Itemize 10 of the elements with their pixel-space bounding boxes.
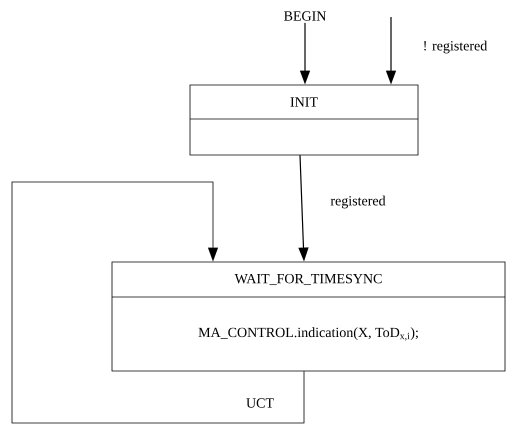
state-box: [190, 84, 418, 156]
state-name: INIT: [290, 97, 318, 107]
state-name: WAIT_FOR_TIMESYNC: [234, 274, 382, 286]
start-label: BEGIN: [284, 11, 326, 21]
state-box: [112, 262, 506, 372]
edge-label: ! registered: [422, 40, 488, 54]
arrow: [12, 182, 304, 424]
edge-label: UCT: [245, 397, 275, 409]
action-text: MA_CONTROL.indication(X, ToD$_{x,i}$);: [198, 327, 418, 341]
edge-label: registered: [329, 194, 387, 210]
